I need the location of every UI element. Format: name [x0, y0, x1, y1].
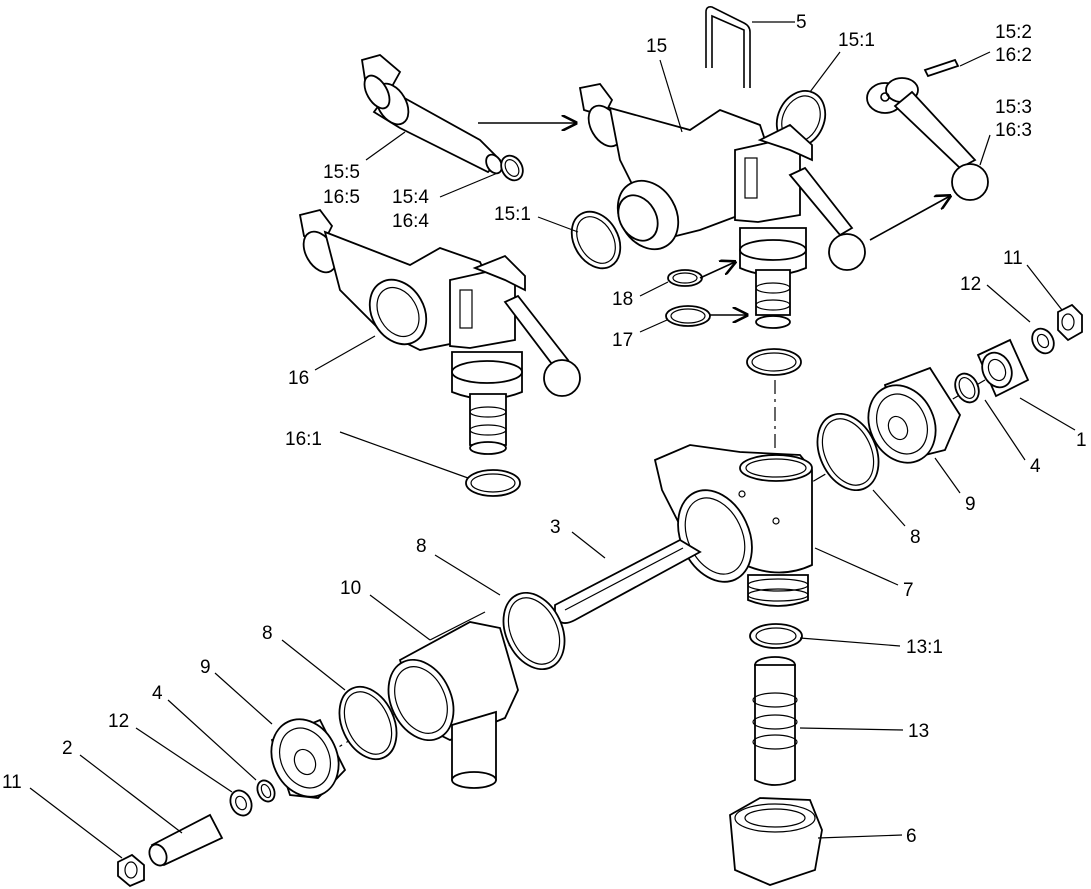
callout-15-3: 15:3	[995, 97, 1032, 118]
part-16-valve	[298, 208, 581, 497]
callout-17: 17	[612, 330, 633, 351]
parts-17-18-orings	[665, 269, 802, 376]
callout-16-2: 16:2	[995, 45, 1032, 66]
right-small-parts	[954, 303, 1083, 404]
callout-4-right: 4	[1030, 456, 1041, 477]
callout-11-right: 11	[1003, 248, 1023, 269]
callout-16-3: 16:3	[995, 120, 1032, 141]
callout-12-left: 12	[108, 711, 129, 732]
callout-8-right: 8	[910, 527, 921, 548]
callout-11-left: 11	[2, 772, 22, 793]
callout-9-left: 9	[200, 657, 211, 678]
callout-13-1: 13:1	[906, 637, 943, 658]
callout-9-right: 9	[965, 494, 976, 515]
right-cap-9	[816, 366, 962, 492]
bottom-fitting-parts	[729, 623, 823, 886]
part-5-pin	[705, 6, 751, 88]
callout-16-5: 16:5	[323, 187, 360, 208]
callout-13: 13	[908, 721, 929, 742]
callout-16: 16	[288, 368, 309, 389]
callout-5: 5	[796, 12, 807, 33]
callout-15-2: 15:2	[995, 22, 1032, 43]
callout-16-1: 16:1	[285, 429, 322, 450]
part-15-valve	[578, 83, 866, 329]
main-body-7	[653, 444, 813, 607]
callout-15-1-left: 15:1	[494, 204, 531, 225]
flow-arrows	[478, 123, 950, 315]
callout-16-4: 16:4	[392, 211, 429, 232]
part-3-clip	[554, 538, 702, 624]
callout-15-1-top: 15:1	[838, 30, 875, 51]
callout-4-left: 4	[152, 683, 163, 704]
callout-18: 18	[612, 289, 633, 310]
part-10-elbow	[387, 611, 519, 789]
callout-12-right: 12	[960, 274, 981, 295]
callout-3: 3	[550, 517, 561, 538]
part-8-middle-oring	[502, 591, 566, 671]
callout-1: 1	[1076, 430, 1087, 451]
callout-2: 2	[62, 738, 73, 759]
callout-15-4: 15:4	[392, 187, 429, 208]
callout-labels: 5 15 15:1 15:2 16:2 15:3 16:3 15:5 16:5 …	[2, 12, 1087, 847]
part-15-5-fitting	[360, 54, 524, 182]
left-small-parts	[117, 685, 398, 888]
callout-7: 7	[903, 580, 914, 601]
callout-8-left: 8	[262, 623, 273, 644]
callout-10: 10	[340, 578, 361, 599]
callout-8-middle: 8	[416, 536, 427, 557]
part-15-3-handle	[866, 77, 989, 201]
callout-15: 15	[646, 36, 667, 57]
callout-15-5: 15:5	[323, 162, 360, 183]
leader-lines	[29, 21, 1076, 859]
part-15-2-pin	[923, 58, 960, 78]
callout-6: 6	[906, 826, 917, 847]
